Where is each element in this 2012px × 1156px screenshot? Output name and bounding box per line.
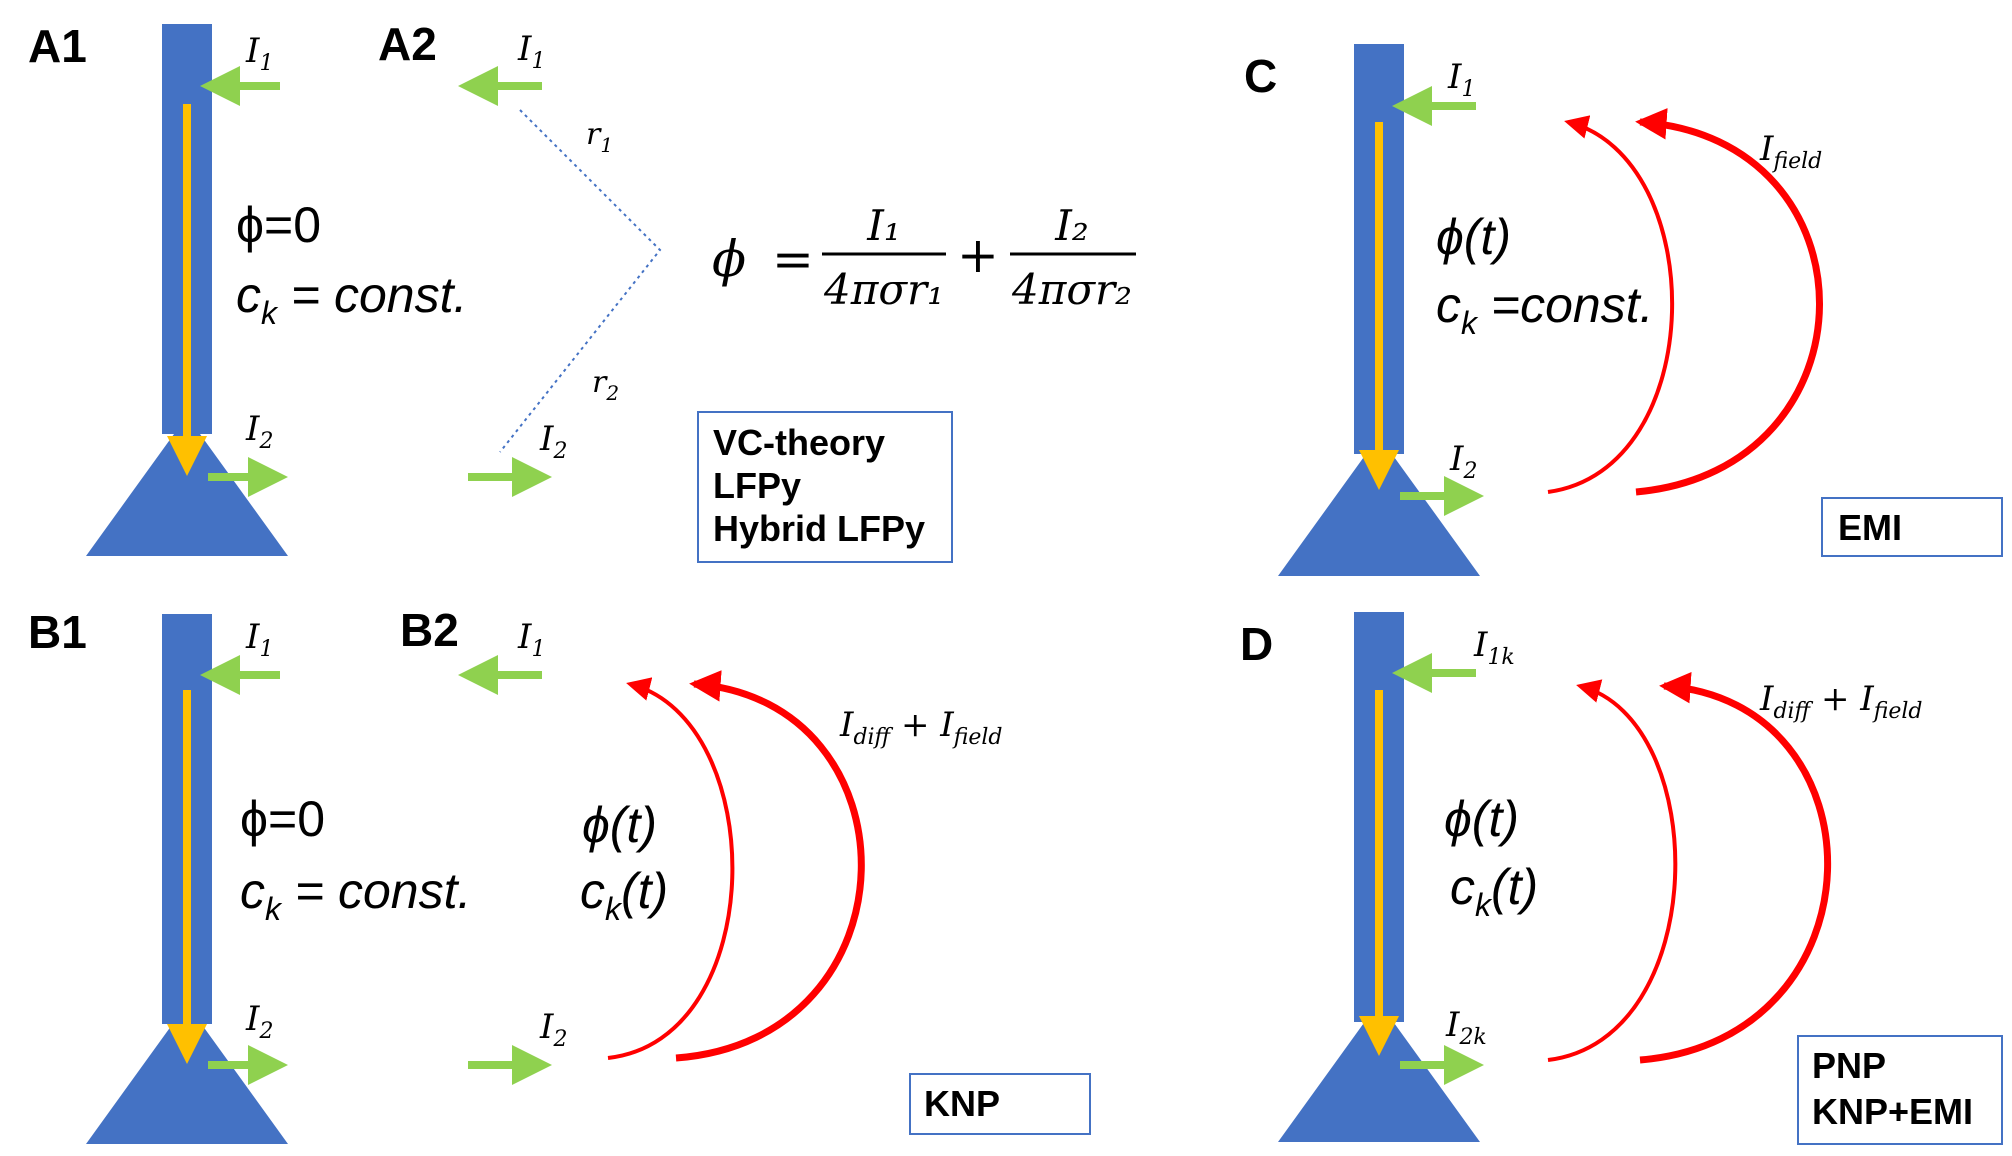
equation-numerator-2: I₂ [1054, 201, 1088, 250]
method-box-c: EMI [1821, 497, 2003, 557]
equation-lhs: ϕ [712, 230, 746, 288]
panel-b1: B1 I1 I2 ϕ=0 ck = const. [28, 606, 471, 1144]
method-box-border-d [1797, 1035, 2003, 1145]
concentration-label-a1: ck = const. [236, 267, 467, 331]
method-box-b2: KNP [909, 1073, 1091, 1135]
panel-label-a2: A2 [378, 18, 437, 70]
equation-equals: = [772, 230, 814, 288]
method-label-hybrid-lfpy: Hybrid LFPy [713, 508, 925, 549]
current-label-i1-a2: I1 [517, 29, 545, 74]
panel-label-d: D [1240, 618, 1273, 670]
distance-lines-a2 [499, 109, 662, 453]
field-label-c: Ifield [1759, 129, 1822, 174]
soma-c [1278, 436, 1480, 576]
method-box-border-c [1821, 497, 2003, 557]
distance-label-r1: r1 [586, 117, 613, 157]
current-label-i1-b2: I1 [517, 617, 545, 662]
method-label-knp-emi: KNP+EMI [1812, 1091, 1973, 1132]
current-label-i1-a1: I1 [245, 31, 273, 76]
field-arc-outer-d [1639, 671, 1832, 1064]
potential-label-b1: ϕ=0 [240, 791, 325, 847]
method-label-emi: EMI [1838, 507, 1902, 548]
method-box-d: PNP KNP+EMI [1797, 1035, 2003, 1145]
current-label-i1-b1: I1 [245, 617, 273, 662]
current-label-i1k-d: I1k [1473, 625, 1515, 670]
method-label-lfpy: LFPy [713, 465, 801, 506]
panel-a2: A2 I1 I2 r1 r2 ϕ = I₁ 4πσr₁ + I₂ 4πσr₂ V… [378, 18, 1136, 563]
panel-b2: B2 I1 I2 Idiff + Ifield ϕ(t) ck(t) KNP [400, 604, 1091, 1135]
field-label-b2: Idiff + Ifield [839, 705, 1003, 750]
current-label-i2-a1: I2 [245, 409, 273, 454]
soma-a1 [86, 416, 288, 556]
method-label-knp: KNP [924, 1083, 1000, 1124]
concentration-label-d: ck(t) [1450, 859, 1538, 923]
soma-b1 [86, 1004, 288, 1144]
concentration-label-b2: ck(t) [580, 863, 668, 927]
current-label-i2-c: I2 [1449, 439, 1477, 484]
method-box-a2: VC-theory LFPy Hybrid LFPy [697, 411, 953, 563]
distance-label-r2: r2 [592, 365, 619, 405]
soma-d [1278, 1002, 1480, 1142]
equation-denominator-2: 4πσr₂ [1011, 265, 1132, 314]
current-label-i2k-d: I2k [1445, 1005, 1487, 1050]
equation-plus: + [957, 226, 999, 284]
field-label-d: Idiff + Ifield [1759, 679, 1923, 724]
panel-label-b2: B2 [400, 604, 459, 656]
current-label-i2-b2: I2 [539, 1007, 567, 1052]
panel-c: C I1 I2 Ifield ϕ(t) ck =const. EMI [1244, 44, 2003, 576]
method-box-border-a2 [697, 411, 953, 563]
method-label-vc-theory: VC-theory [713, 422, 885, 463]
concentration-label-b1: ck = const. [240, 863, 471, 927]
potential-equation: ϕ = I₁ 4πσr₁ + I₂ 4πσr₂ [712, 201, 1136, 314]
field-arc-outer-c [1635, 108, 1823, 496]
current-label-i2-a2: I2 [539, 419, 567, 464]
potential-label-b2: ϕ(t) [582, 797, 657, 853]
field-arc-inner-d [1547, 679, 1678, 1062]
potential-label-c: ϕ(t) [1436, 209, 1511, 265]
current-label-i2-b1: I2 [245, 999, 273, 1044]
potential-label-d: ϕ(t) [1444, 791, 1519, 847]
concentration-label-c: ck =const. [1436, 277, 1654, 341]
field-arc-inner-c [1547, 115, 1675, 494]
potential-label-a1: ϕ=0 [236, 197, 321, 253]
panel-d: D I1k I2k Idiff + Ifield ϕ(t) ck(t) PNP … [1240, 612, 2003, 1145]
method-label-pnp: PNP [1812, 1045, 1886, 1086]
current-label-i1-c: I1 [1447, 57, 1475, 102]
panel-a1: A1 I1 I2 ϕ=0 ck = const. [28, 20, 467, 556]
panel-label-a1: A1 [28, 20, 87, 72]
panel-label-c: C [1244, 50, 1277, 102]
field-arc-inner-b2 [607, 677, 735, 1060]
equation-denominator-1: 4πσr₁ [823, 265, 944, 314]
method-box-border-b2 [909, 1073, 1091, 1135]
panel-label-b1: B1 [28, 606, 87, 658]
field-arc-outer-b2 [675, 670, 865, 1062]
equation-numerator-1: I₁ [866, 201, 900, 250]
